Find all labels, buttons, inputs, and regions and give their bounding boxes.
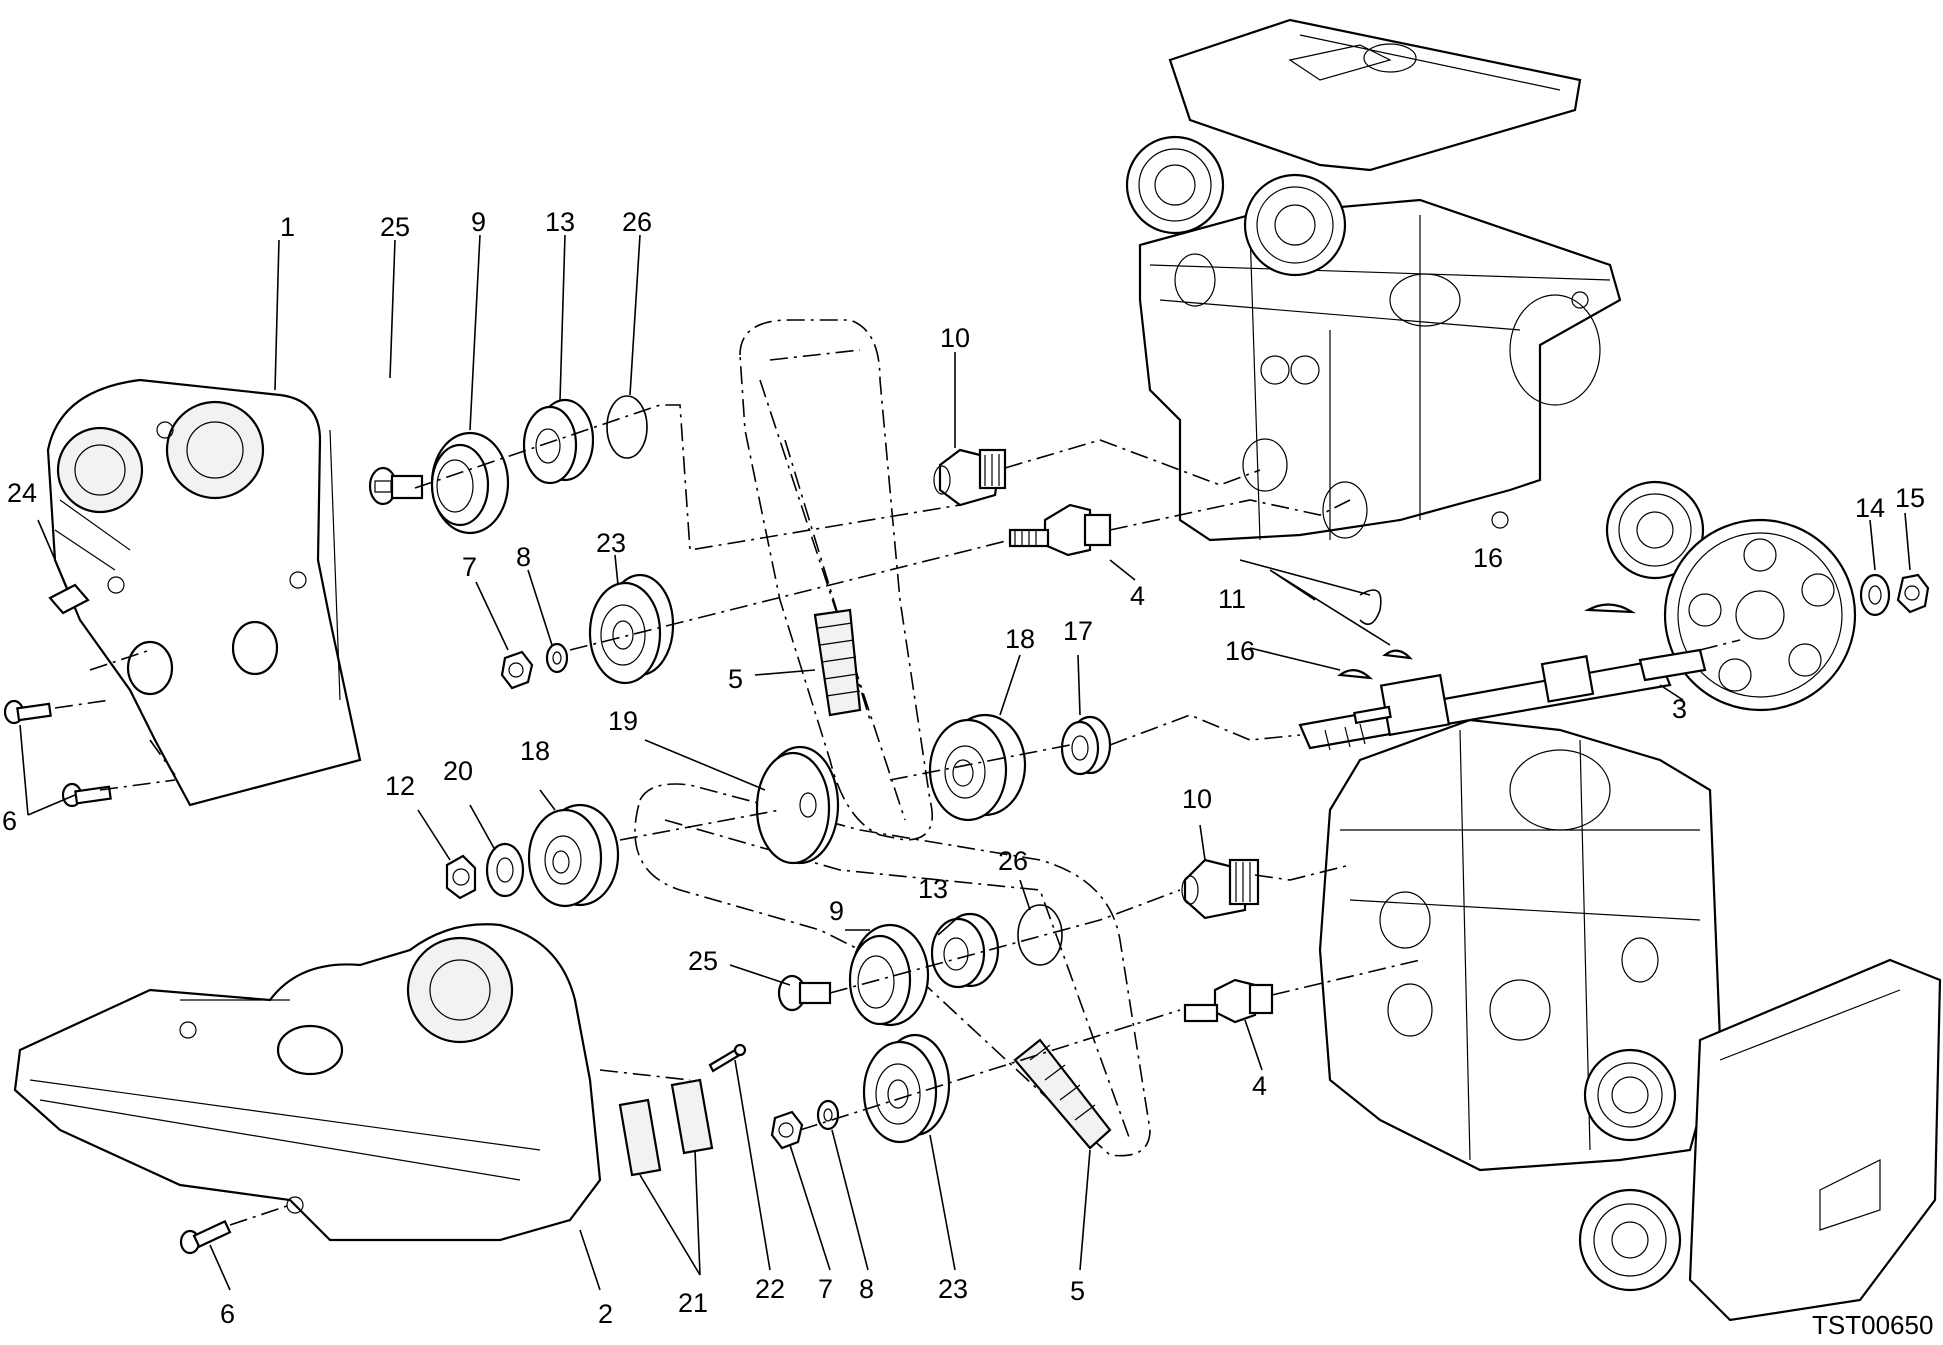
label-12: 12 bbox=[385, 771, 415, 801]
timing-belt-upper bbox=[739, 319, 934, 841]
idler-pulley-23-lower bbox=[862, 1033, 951, 1144]
label-24: 24 bbox=[7, 478, 37, 508]
label-25-lower: 25 bbox=[688, 946, 718, 976]
nut-12 bbox=[445, 854, 477, 900]
upper-cylinder-head bbox=[1125, 18, 1622, 542]
label-16-lower: 16 bbox=[1225, 636, 1255, 666]
label-25-upper: 25 bbox=[380, 212, 410, 242]
nut-15 bbox=[1896, 573, 1930, 614]
belt-section-5-lower bbox=[1013, 1038, 1112, 1150]
label-7-upper: 7 bbox=[462, 552, 477, 582]
label-10-upper: 10 bbox=[940, 323, 970, 353]
label-22: 22 bbox=[755, 1274, 785, 1304]
screw-22 bbox=[708, 1043, 747, 1073]
bearing-13-upper bbox=[522, 398, 595, 485]
label-2: 2 bbox=[598, 1299, 613, 1329]
label-18-lower: 18 bbox=[520, 736, 550, 766]
label-21: 21 bbox=[678, 1288, 708, 1318]
label-17: 17 bbox=[1063, 616, 1093, 646]
label-13-upper: 13 bbox=[545, 207, 575, 237]
callout-labels: 1 25 9 13 26 10 24 7 8 23 4 16 11 14 15 … bbox=[2, 207, 1925, 1329]
circlip-26-lower bbox=[1017, 904, 1063, 966]
assembly-axis-lines bbox=[54, 404, 1741, 1226]
leader-lines bbox=[19, 234, 1911, 1291]
label-8-lower: 8 bbox=[859, 1274, 874, 1304]
label-19: 19 bbox=[608, 706, 638, 736]
lower-cylinder-head bbox=[1318, 718, 1942, 1322]
sprocket-18-lower bbox=[527, 803, 620, 908]
washer-14 bbox=[1859, 573, 1891, 617]
label-7-lower: 7 bbox=[818, 1274, 833, 1304]
sprocket-18-upper bbox=[928, 713, 1027, 822]
label-14: 14 bbox=[1855, 493, 1885, 523]
cam-gear-small bbox=[1605, 480, 1705, 580]
pulley-9-upper bbox=[430, 431, 510, 535]
cam-gear-large bbox=[1663, 518, 1857, 712]
label-6-upper: 6 bbox=[2, 806, 17, 836]
label-9-upper: 9 bbox=[471, 207, 486, 237]
label-15: 15 bbox=[1895, 483, 1925, 513]
belt-cover-1 bbox=[46, 378, 362, 807]
stud-10-upper bbox=[933, 448, 1007, 507]
pad-21-a bbox=[618, 1098, 662, 1177]
belt-section-5-upper bbox=[813, 608, 862, 717]
key-16-upper bbox=[1584, 603, 1637, 614]
label-13-lower: 13 bbox=[918, 874, 948, 904]
label-3: 3 bbox=[1672, 694, 1687, 724]
stud-10-lower bbox=[1181, 858, 1260, 920]
pad-21-b bbox=[670, 1078, 714, 1155]
label-23-lower: 23 bbox=[938, 1274, 968, 1304]
label-8-upper: 8 bbox=[516, 542, 531, 572]
label-9-lower: 9 bbox=[829, 896, 844, 926]
drawing-code: TST00650 bbox=[1812, 1310, 1933, 1340]
nut-7-lower bbox=[770, 1110, 804, 1150]
label-4-lower: 4 bbox=[1252, 1071, 1267, 1101]
label-4-upper: 4 bbox=[1130, 581, 1145, 611]
bolt-6-lower bbox=[179, 1219, 232, 1255]
stud-4-upper bbox=[1008, 503, 1112, 557]
washer-8-lower bbox=[816, 1099, 840, 1131]
bolt-25-upper bbox=[368, 466, 424, 506]
washer-20 bbox=[485, 842, 525, 898]
label-6-lower: 6 bbox=[220, 1299, 235, 1329]
circlip-26-upper bbox=[606, 395, 648, 459]
washer-8-upper bbox=[545, 642, 569, 674]
pulley-9-lower bbox=[848, 923, 930, 1027]
label-16-upper: 16 bbox=[1473, 543, 1503, 573]
label-5-lower: 5 bbox=[1070, 1276, 1085, 1306]
bolt-6-upper-a bbox=[3, 699, 52, 725]
circlip-11 bbox=[1359, 589, 1382, 626]
label-11: 11 bbox=[1218, 584, 1246, 614]
label-10-lower: 10 bbox=[1182, 784, 1212, 814]
flange-19 bbox=[755, 745, 840, 865]
label-1: 1 bbox=[280, 212, 295, 242]
bolt-6-upper-b bbox=[61, 782, 112, 808]
label-26-lower: 26 bbox=[998, 846, 1028, 876]
label-20: 20 bbox=[443, 756, 473, 786]
bearing-13-lower bbox=[930, 912, 1000, 989]
bolt-25-lower bbox=[777, 974, 832, 1012]
label-5-upper: 5 bbox=[728, 664, 743, 694]
key-16-lower bbox=[1337, 649, 1413, 680]
label-26-upper: 26 bbox=[622, 207, 652, 237]
label-23-upper: 23 bbox=[596, 528, 626, 558]
timing-belt-lower bbox=[634, 783, 1151, 1157]
grommet-24 bbox=[48, 576, 125, 615]
label-18-upper: 18 bbox=[1005, 624, 1035, 654]
nut-7-upper bbox=[500, 650, 534, 690]
layshaft-3 bbox=[1298, 648, 1707, 751]
idler-pulley-23-upper bbox=[588, 573, 675, 685]
belt-cover-2 bbox=[13, 923, 602, 1242]
stud-4-lower bbox=[1183, 978, 1274, 1024]
